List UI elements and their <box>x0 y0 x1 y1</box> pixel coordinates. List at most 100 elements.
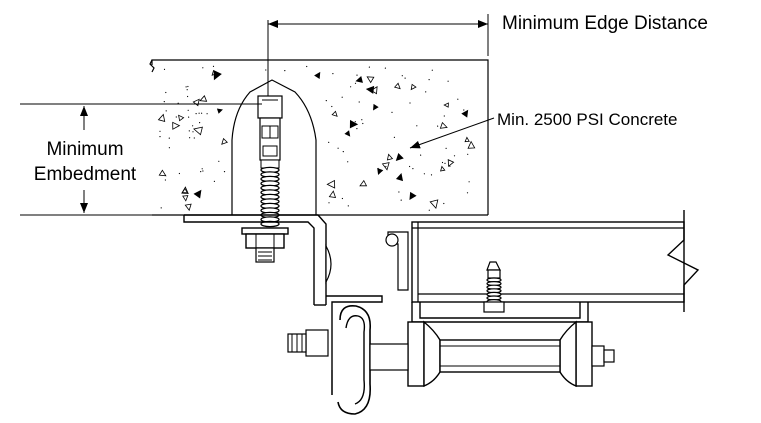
aggregate-stone <box>377 167 384 176</box>
aggregate-stone <box>157 113 166 122</box>
aggregate-stone <box>193 189 202 199</box>
aggregate-dot <box>195 113 197 115</box>
screw-threads <box>486 277 502 305</box>
aggregate-dot <box>212 65 215 67</box>
wedge-anchor <box>241 95 289 263</box>
aggregate-dot <box>354 82 357 84</box>
aggregate-dot <box>445 147 447 149</box>
concrete-label: Min. 2500 PSI Concrete <box>497 110 677 129</box>
aggregate-dot <box>357 79 359 81</box>
aggregate-dot <box>437 125 439 127</box>
aggregate-dot <box>223 171 226 173</box>
aggregate-dot <box>467 153 469 155</box>
aggregate-stone <box>349 119 359 129</box>
aggregate-dot <box>409 165 411 168</box>
aggregate-dot <box>325 100 327 102</box>
aggregate-dot <box>201 168 203 170</box>
aggregate-dot <box>218 160 220 162</box>
aggregate-dot <box>163 101 165 103</box>
edge-distance-dimension <box>267 14 489 96</box>
anchor-threads <box>260 166 280 228</box>
aggregate-dot <box>199 122 201 124</box>
aggregate-dot <box>347 161 349 163</box>
aggregate-stone <box>395 153 404 162</box>
aggregate-dot <box>341 96 343 98</box>
aggregate-dot <box>391 111 393 113</box>
aggregate-dot <box>356 74 358 76</box>
aggregate-dot <box>188 116 190 118</box>
aggregate-stone <box>359 179 368 187</box>
aggregate-stone <box>370 86 378 95</box>
aggregate-dot <box>420 154 422 156</box>
aggregate-stone <box>386 153 394 161</box>
aggregate-dot <box>463 109 465 111</box>
clamp-assembly <box>287 295 409 415</box>
aggregate-stone <box>365 85 375 94</box>
aggregate-dot <box>187 95 189 98</box>
aggregate-dot <box>468 181 470 183</box>
aggregate-dot <box>332 73 334 75</box>
aggregate-dot <box>165 91 167 94</box>
aggregate-dot <box>178 172 180 175</box>
aggregate-dot <box>351 122 353 124</box>
aggregate-dot <box>159 130 161 132</box>
aggregate-dot <box>393 136 395 138</box>
aggregate-dot <box>466 192 469 194</box>
self-drilling-screw <box>483 261 505 313</box>
concrete-aggregate-texture <box>157 65 476 212</box>
aggregate-stone <box>328 190 337 198</box>
aggregate-dot <box>192 125 194 127</box>
embedment-label-line1: Minimum <box>46 139 123 160</box>
aggregate-stone <box>461 109 469 118</box>
aggregate-stone <box>314 71 321 79</box>
aggregate-dot <box>425 91 427 93</box>
aggregate-dot <box>164 179 166 181</box>
aggregate-dot <box>159 136 161 138</box>
aggregate-stone <box>366 76 375 84</box>
aggregate-dot <box>168 137 170 139</box>
aggregate-dot <box>189 137 191 139</box>
aggregate-dot <box>361 119 363 121</box>
embedment-label-line2: Embedment <box>34 164 137 185</box>
aggregate-dot <box>409 102 411 104</box>
aggregate-dot <box>165 110 167 112</box>
aggregate-stone <box>199 95 208 102</box>
aggregate-dot <box>328 141 330 143</box>
aggregate-stone <box>439 121 448 129</box>
aggregate-dot <box>350 86 352 88</box>
aggregate-stone <box>447 159 455 167</box>
aggregate-dot <box>444 162 446 164</box>
aggregate-dot <box>428 209 430 211</box>
aggregate-dot <box>160 207 162 209</box>
aggregate-dot <box>213 180 215 182</box>
aggregate-dot <box>354 121 356 123</box>
aggregate-dot <box>400 199 402 201</box>
aggregate-dot <box>193 137 195 139</box>
aggregate-dot <box>186 89 188 91</box>
aggregate-dot <box>453 155 456 157</box>
aggregate-dot <box>362 122 364 125</box>
aggregate-stone <box>467 140 476 149</box>
anchor-hole-outline <box>231 79 317 215</box>
aggregate-dot <box>192 131 194 133</box>
edge-distance-label: Minimum Edge Distance <box>502 13 708 34</box>
aggregate-dot <box>331 105 333 108</box>
concrete-leader-line <box>409 117 495 149</box>
aggregate-dot <box>431 69 433 71</box>
aggregate-dot <box>356 128 358 130</box>
aggregate-stone <box>395 173 404 182</box>
aggregate-stone <box>184 203 192 212</box>
aggregate-stone <box>216 108 223 114</box>
aggregate-stone <box>178 114 185 122</box>
aggregate-dot <box>457 98 459 100</box>
steel-beam <box>385 210 700 312</box>
aggregate-dot <box>202 67 204 69</box>
aggregate-stone <box>464 136 470 143</box>
aggregate-dot <box>168 147 170 149</box>
aggregate-dot <box>206 113 208 115</box>
aggregate-stone <box>181 187 188 194</box>
aggregate-dot <box>328 202 330 204</box>
aggregate-dot <box>341 197 343 200</box>
aggregate-dot <box>377 167 379 170</box>
